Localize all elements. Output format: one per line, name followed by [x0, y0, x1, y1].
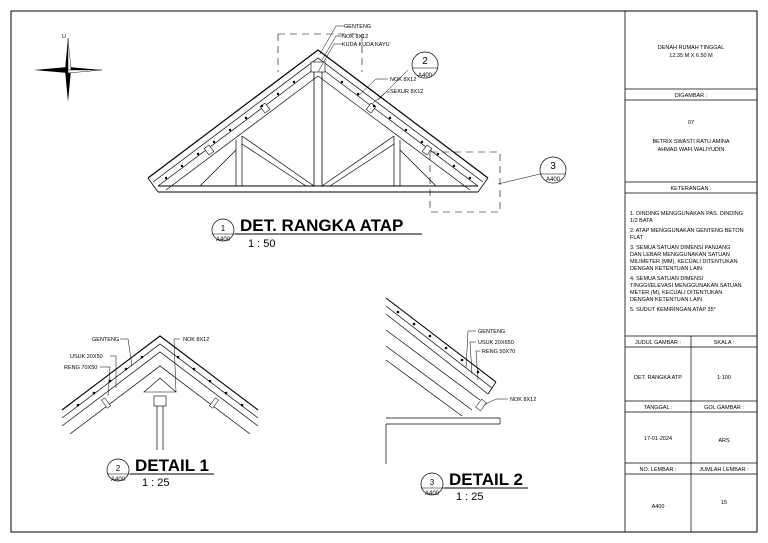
d1-label-genteng: GENTENG: [92, 337, 119, 343]
tb-note-line: 1. DINDING MENGGUNAKAN PAS. DINDING: [630, 211, 743, 217]
d1-title-sheet: A400: [111, 477, 126, 483]
tile-battens-detail1: [76, 355, 244, 407]
callout-2-sheet: A400: [418, 73, 433, 79]
tb-drawn-name-2: AHMAD WAFI WALIYUDIN: [658, 147, 725, 153]
tb-note-line: DENGAN KETENTUAN LAIN: [630, 266, 702, 272]
d2-label-usuk: USUK 20X650: [478, 340, 514, 346]
tb-jumlah-header: JUMLAH LEMBAR :: [699, 467, 749, 473]
label-sekur: SEKUR 8X12: [390, 89, 423, 95]
tb-judul-header: JUDUL GAMBAR :: [635, 340, 681, 346]
tb-note-line: TINGGI/ELEVASI MENGGUNAKAN SATUAN: [630, 283, 742, 289]
detail-boundary-2: [429, 151, 501, 213]
tb-note-line: MILIMETER (MM), KECUALI DITENTUKAN: [630, 259, 738, 265]
detail-1-title: 2 A400 DETAIL 1 1 : 25: [106, 456, 214, 489]
tb-note-line: METER (M), KECUALI DITENTUKAN: [630, 290, 722, 296]
tb-drawn-number: 07: [688, 120, 694, 126]
detail-boundary-1: [277, 33, 363, 72]
tb-tanggal-value: 17-01-2024: [644, 436, 672, 442]
main-roof-truss: [147, 49, 489, 193]
tb-kode-header: GOL GAMBAR :: [704, 405, 744, 411]
north-arrow-icon: U: [34, 34, 103, 102]
title-block-grid: [625, 88, 757, 532]
tb-note-line: 2. ATAP MENGGUNAKAN GENTENG BETON: [630, 228, 744, 234]
tb-skala-header: SKALA :: [714, 340, 735, 346]
tb-note-line: 1/2 BATA: [630, 218, 653, 224]
tb-lembar-value: A400: [652, 504, 665, 510]
d2-label-nok: NOK 8X12: [510, 397, 536, 403]
tb-note-line: FLAT: [630, 235, 644, 241]
callout-3-sheet: A400: [546, 177, 561, 183]
callout-3-num: 3: [550, 161, 556, 172]
tb-note-line: DENGAN KETENTUAN LAIN: [630, 297, 702, 303]
d1-label-reng: RENG 70X50: [64, 365, 97, 371]
callout-2: 2 A400: [411, 51, 439, 79]
label-genteng: GENTENG: [344, 24, 371, 30]
tb-lembar-header: NO. LEMBAR :: [640, 467, 677, 473]
tb-project-line1: DENAH RUMAH TINGGAL: [658, 45, 725, 51]
d2-title-sheet: A400: [425, 491, 440, 497]
tb-note-line: 5. SUDUT KEMIRINGAN ATAP 35°: [630, 307, 716, 313]
label-nok: NOK 8X12: [342, 34, 368, 40]
tb-drawn-name-1: BETRIX SWASTI RATU AMINA: [652, 139, 729, 145]
main-title-text: DET. RANGKA ATAP: [240, 216, 403, 235]
tb-tanggal-header: TANGGAL :: [644, 405, 673, 411]
tb-note-line: 4. SEMUA SATUAN DIMENSI: [630, 276, 704, 282]
detail-2-leaders: [465, 330, 508, 406]
label-nok-2: NOK 8X12: [390, 77, 416, 83]
d2-title-num: 3: [430, 478, 435, 487]
tb-kode-value: ARS: [718, 438, 730, 444]
tb-judul-value: DET. RANGKA ATP: [634, 375, 682, 381]
callout-2-num: 2: [422, 56, 428, 67]
d2-label-reng: RENG 50X70: [482, 349, 515, 355]
tb-skala-value: 1:100: [717, 375, 731, 381]
main-title: 1 A400 DET. RANGKA ATAP 1 : 50: [211, 216, 422, 250]
tb-note-line: DAN LEBAR MENGGUNAKAN SATUAN: [630, 252, 730, 258]
tb-project-line2: 12.35 M X 6.50 M: [669, 53, 713, 59]
detail-1-leaders: [100, 338, 180, 397]
d1-title-text: DETAIL 1: [135, 456, 209, 475]
label-kuda-kuda: KUDA KUDA KAYU: [342, 42, 390, 48]
callout-3: 3 A400: [539, 156, 567, 184]
north-label: U: [62, 34, 66, 40]
tb-drawn-header: DIGAMBAR :: [675, 93, 708, 99]
tb-jumlah-value: 15: [721, 500, 727, 506]
main-leaders: [317, 25, 541, 185]
detail-2-drawing: [385, 297, 501, 464]
d1-label-usuk: USUK 20X50: [70, 354, 103, 360]
tb-note-line: 3. SEMUA SATUAN DIMENSI PANJANG: [630, 245, 730, 251]
tile-battens-main: [164, 80, 472, 180]
main-title-scale: 1 : 50: [248, 238, 276, 250]
d2-label-genteng: GENTENG: [478, 329, 505, 335]
d1-label-nok: NOK 8X12: [183, 337, 209, 343]
sheet-border: [10, 10, 758, 533]
tile-battens-detail2: [396, 310, 480, 374]
d2-title-scale: 1 : 25: [456, 491, 484, 503]
tb-notes-header: KETERANGAN :: [671, 186, 712, 192]
d1-title-num: 2: [116, 464, 121, 473]
main-title-num: 1: [221, 224, 226, 233]
d2-title-text: DETAIL 2: [449, 470, 523, 489]
d1-title-scale: 1 : 25: [142, 477, 170, 489]
detail-2-title: 3 A400 DETAIL 2 1 : 25: [420, 470, 528, 503]
main-title-sheet: A400: [216, 237, 231, 243]
tb-notes-list: 1. DINDING MENGGUNAKAN PAS. DINDING 1/2 …: [630, 211, 744, 313]
